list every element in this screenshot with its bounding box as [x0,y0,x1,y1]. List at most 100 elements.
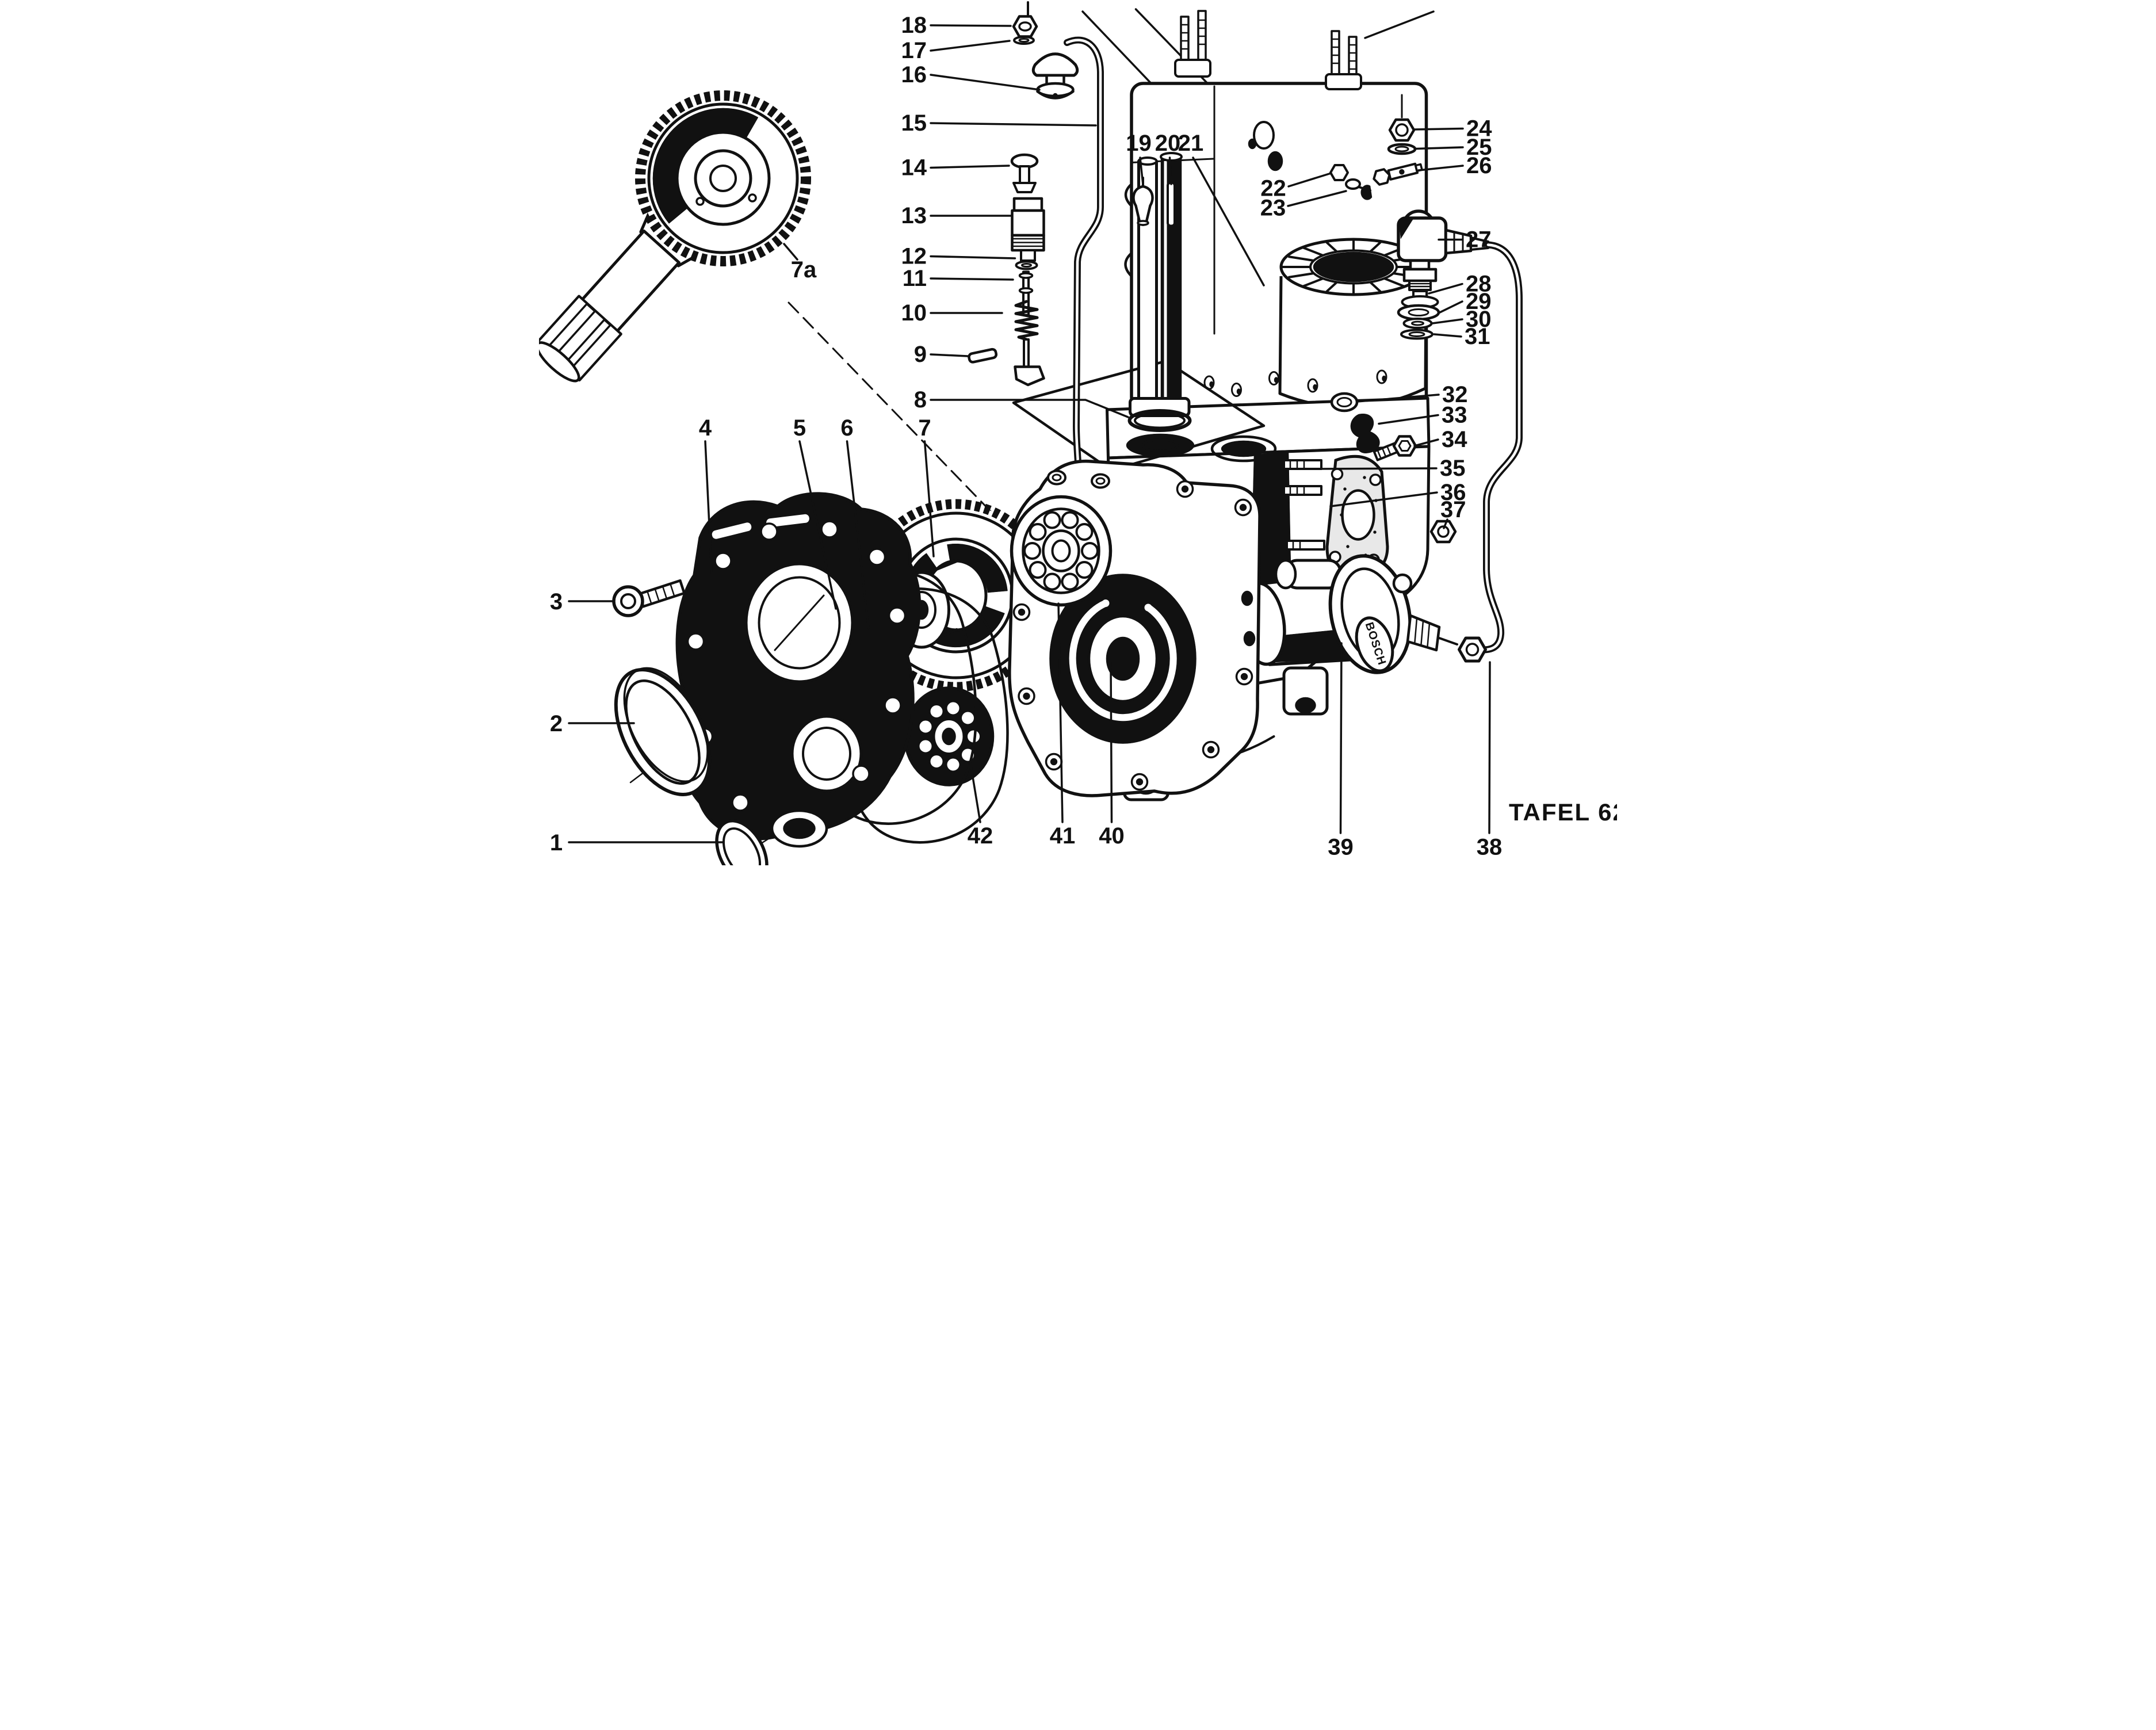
snap-ring-40 [1069,599,1177,721]
leader-line-16 [930,74,1041,91]
valve-holder-13 [1011,197,1045,262]
callout-7: 7 [918,415,935,557]
washer-25 [1387,143,1417,155]
callout-number-14: 14 [901,155,927,181]
pinion-tip [1406,614,1458,652]
callout-31: 31 [1433,324,1490,349]
starter-motor-39: BOSCH [1238,554,1487,674]
washer-29 [1397,304,1440,321]
callout-1: 1 [550,830,724,856]
callout-21: 21 [1178,131,1265,287]
callout-8: 8 [914,387,1129,418]
leader-line-7a [783,243,798,261]
washer-23 [1345,178,1361,190]
callout-number-26: 26 [1466,153,1492,178]
deck-bosses [1203,369,1387,397]
callout-number-6: 6 [840,415,853,441]
callout-5: 5 [793,415,837,610]
union-nut-38 [1458,636,1487,663]
callout-number-30: 30 [1466,307,1492,332]
callout-number-38: 38 [1477,835,1503,860]
callout-number-12: 12 [901,244,927,269]
callout-number-28: 28 [1466,272,1492,297]
callout-number-7a: 7a [791,257,817,282]
leader-line-37 [1443,518,1448,529]
leader-line-36 [1329,491,1438,507]
callout-2: 2 [550,711,635,736]
rod-20 [1167,181,1176,227]
clamp-group-32-34 [1330,392,1417,461]
callout-number-40: 40 [1099,823,1125,849]
leader-line-23 [1287,190,1347,207]
seal-ring-1 [715,819,769,865]
splined-end [539,295,622,383]
cylinder-studs [1174,10,1362,90]
washer-30 [1402,318,1433,329]
callout-number-41: 41 [1050,823,1076,849]
leader-line-19 [1139,156,1144,186]
dipstick-assembly [1126,152,1277,463]
leader-line-41 [1057,602,1064,823]
callout-number-10: 10 [901,300,927,326]
leader-line-26 [1417,165,1464,171]
leader-line-38 [1488,661,1491,834]
leader-line-24 [1414,127,1464,131]
callout-number-29: 29 [1466,289,1492,314]
bolt-3 [612,579,686,617]
callout-number-24: 24 [1466,116,1492,142]
nut-37 [1429,520,1457,544]
deck-hole [1221,440,1267,457]
leader-line-32 [1356,394,1440,403]
callout-38: 38 [1477,661,1503,860]
callout-15: 15 [901,110,1097,136]
callout-34: 34 [1413,427,1467,452]
leader-line-20 [1168,156,1172,185]
callout-number-18: 18 [901,13,927,38]
parts-diagram-tafel-627: BOSCH [539,0,1617,865]
callout-40: 40 [1099,662,1125,849]
clamp-33 [1350,413,1380,453]
nut-22 [1329,164,1349,181]
ball-bearing-42 [903,686,995,786]
plunger-foot [1014,365,1045,387]
callout-30: 30 [1431,307,1492,332]
callout-number-5: 5 [793,415,806,441]
callout-number-21: 21 [1178,131,1204,156]
ball-bearing-41 [1010,495,1113,607]
banjo-bolt-26 [1373,162,1423,186]
callout-29: 29 [1439,289,1492,314]
callout-number-15: 15 [901,110,927,136]
callout-number-11: 11 [903,266,927,291]
callout-11: 11 [903,266,1014,291]
callout-number-8: 8 [914,387,927,413]
cover-bolt-holes [686,520,907,812]
leader-line-18 [930,24,1012,27]
callout-26: 26 [1417,153,1492,178]
callout-number-3: 3 [550,589,563,614]
callout-number-7: 7 [918,415,931,441]
callout-12: 12 [901,244,1016,269]
gear-shaft-assembly-7a [539,90,811,383]
delivery-valve-parts-9-14 [968,153,1045,387]
leader-line-31 [1433,333,1462,338]
mount-foot [1282,666,1329,716]
washer-12 [1015,260,1038,270]
callout-number-22: 22 [1260,176,1286,201]
callout-27: 27 [1438,227,1492,253]
callout-10: 10 [901,300,1003,326]
callout-18: 18 [901,13,1012,38]
callout-22: 22 [1260,172,1332,201]
leader-line-35 [1308,467,1438,470]
callout-number-19: 19 [1126,131,1152,156]
spring-10 [1014,300,1039,341]
callout-13: 13 [901,203,1012,228]
callout-23: 23 [1260,190,1347,221]
callout-number-39: 39 [1328,835,1354,860]
diagram-page: BOSCH [539,0,1617,865]
callout-25: 25 [1415,135,1492,160]
leader-line-14 [930,165,1010,169]
callout-number-16: 16 [901,62,927,87]
starter-logo-badge: BOSCH [1355,616,1394,673]
callout-number-27: 27 [1466,227,1492,253]
